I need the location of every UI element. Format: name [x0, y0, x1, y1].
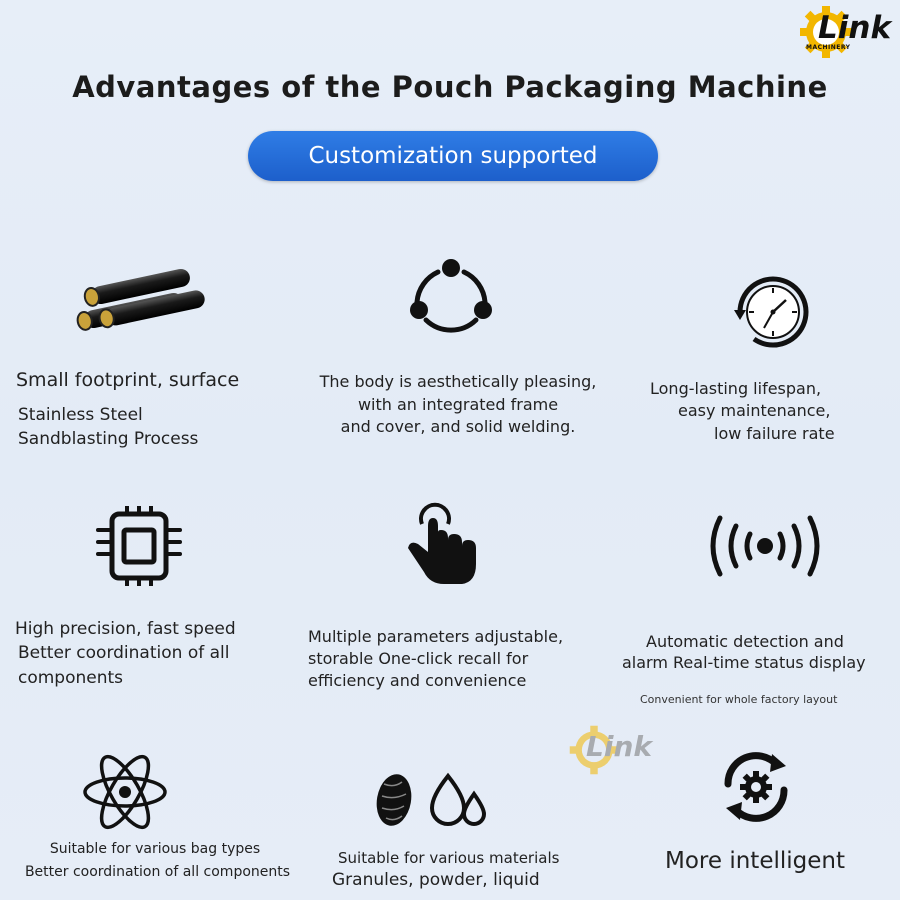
logo-text: Link: [818, 10, 892, 46]
touch-finger-icon: [408, 502, 476, 584]
feature-precision-line3: components: [18, 668, 124, 688]
granule-droplet-icon: [376, 772, 487, 826]
clock-icon: [734, 276, 809, 348]
feature-bagtypes-line1: Suitable for various bag types: [49, 841, 261, 857]
feature-aesthetic-line2: with an integrated frame: [357, 395, 559, 414]
feature-lifespan-line3: low failure rate: [714, 424, 835, 443]
feature-footprint-line1: Small footprint, surface: [16, 369, 240, 391]
feature-lifespan-line2: easy maintenance,: [678, 401, 831, 420]
chip-icon: [96, 506, 182, 586]
feature-parameters-line3: efficiency and convenience: [308, 671, 527, 690]
gear-watermark-icon: [569, 725, 619, 775]
steel-pipes-icon: [76, 268, 205, 331]
customization-badge: Customization supported: [248, 131, 658, 181]
feature-parameters-line2: storable One-click recall for: [308, 649, 529, 668]
feature-footprint-line3: Sandblasting Process: [18, 429, 199, 449]
feature-intelligent-line1: More intelligent: [665, 848, 845, 874]
feature-precision-line1: High precision, fast speed: [15, 619, 236, 639]
feature-aesthetic-line1: The body is aesthetically pleasing,: [319, 372, 597, 391]
feature-bagtypes-line2: Better coordination of all components: [24, 864, 291, 880]
integrated-circle-icon: [410, 259, 492, 333]
logo-subtext: MACHINERY: [806, 44, 851, 51]
feature-footprint-line2: Stainless Steel: [18, 405, 143, 425]
atom-icon: [83, 754, 167, 830]
brand-logo: Link MACHINERY: [796, 2, 900, 58]
feature-detection-line2: alarm Real-time status display: [622, 653, 866, 672]
feature-precision-line2: Better coordination of all: [18, 643, 230, 663]
watermark-text: Link: [586, 730, 652, 763]
feature-materials-line1: Suitable for various materials: [338, 849, 560, 867]
feature-aesthetic-line3: and cover, and solid welding.: [340, 417, 576, 436]
page-title: Advantages of the Pouch Packaging Machin…: [72, 70, 828, 104]
feature-materials-line2: Granules, powder, liquid: [332, 870, 540, 890]
feature-detection-line1: Automatic detection and: [646, 632, 844, 651]
feature-parameters-line1: Multiple parameters adjustable,: [308, 627, 564, 646]
feature-detection-note: Convenient for whole factory layout: [640, 693, 838, 706]
watermark-logo: Link: [566, 722, 666, 778]
signal-icon: [710, 515, 820, 577]
gear-logo-icon: [800, 6, 852, 58]
feature-lifespan-line1: Long-lasting lifespan,: [650, 379, 822, 398]
gear-cycle-icon: [724, 752, 788, 822]
